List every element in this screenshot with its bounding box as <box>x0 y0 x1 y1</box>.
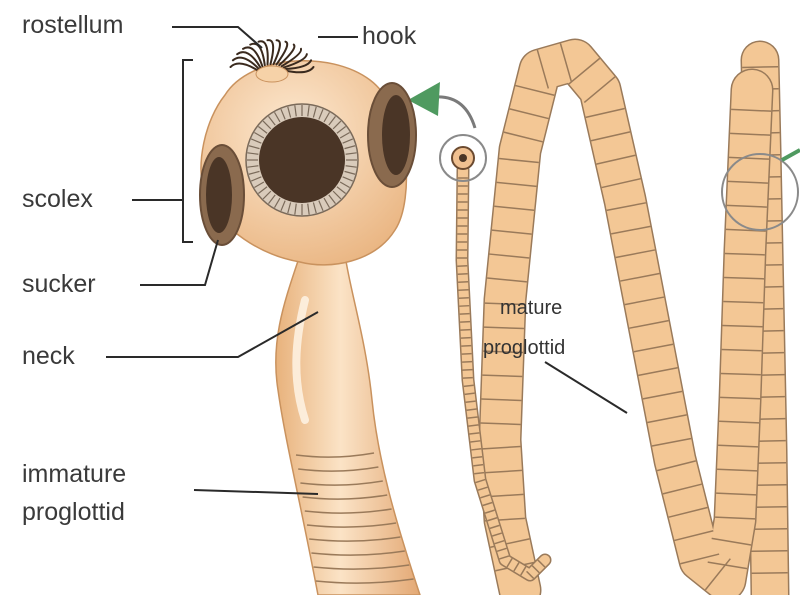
label-neck: neck <box>22 344 75 369</box>
front-sucker <box>246 104 358 216</box>
green-magnify-arrow <box>435 97 475 128</box>
sucker-leader <box>140 240 218 285</box>
large-neck-body <box>276 255 420 595</box>
label-sucker: sucker <box>22 272 96 297</box>
right-sucker <box>368 83 416 187</box>
label-hook: hook <box>362 24 416 49</box>
mature-leader <box>545 362 627 413</box>
rostellum-tip <box>256 66 288 82</box>
label-immature-line1: immature <box>22 462 126 487</box>
label-mature-line2: proglottid <box>483 338 565 358</box>
right-strip-segment <box>742 67 778 68</box>
rostellum-leader <box>172 27 262 48</box>
label-mature-line1: mature <box>500 298 562 318</box>
scolex-bracket <box>183 60 193 242</box>
label-immature-line2: proglottid <box>22 500 125 525</box>
label-rostellum: rostellum <box>22 13 123 38</box>
right-green-arrow <box>782 150 800 160</box>
small-scolex-center <box>459 154 467 162</box>
left-sucker <box>200 145 244 245</box>
label-scolex: scolex <box>22 187 93 212</box>
